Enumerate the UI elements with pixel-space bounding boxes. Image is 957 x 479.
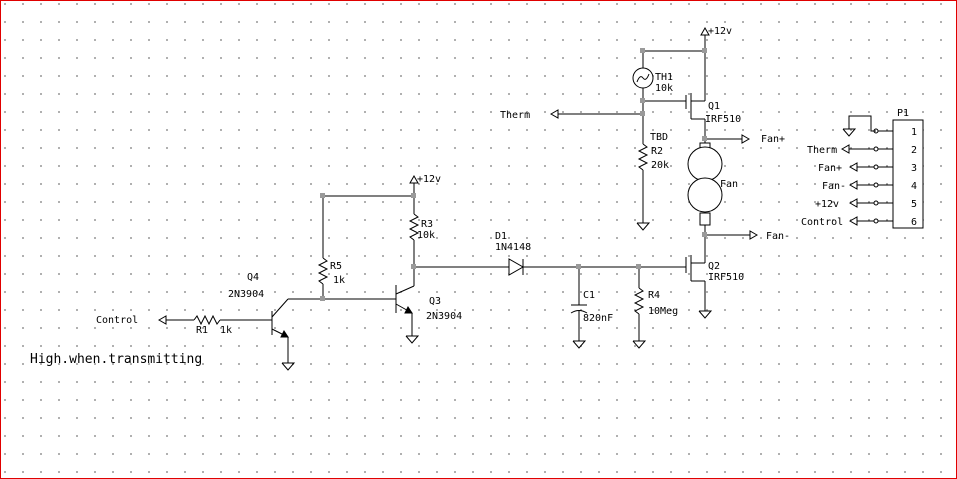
control-port-label: Control	[96, 315, 138, 326]
pin-2-label: Therm	[807, 145, 837, 156]
r3-value: 10k	[417, 230, 435, 241]
junction-dots	[320, 48, 707, 301]
note-text: High.when.transmitting	[30, 352, 202, 367]
pin-1-number: 1	[911, 127, 917, 138]
q3-ref: Q3	[429, 296, 441, 307]
r4-value: 10Meg	[648, 306, 678, 317]
resistor-r5	[317, 257, 329, 299]
c1-ref: C1	[583, 290, 595, 301]
r1-value: 1k	[220, 325, 232, 336]
connector-p1	[892, 119, 924, 229]
q2-ref: Q2	[708, 261, 720, 272]
pin-6-number: 6	[911, 217, 917, 228]
diode-d1	[508, 258, 525, 276]
pin-4-label: Fan-	[822, 181, 846, 192]
d1-value: 1N4148	[495, 242, 531, 253]
resistor-r2	[636, 114, 651, 231]
connector-pin-5	[848, 198, 893, 208]
d1-ref: D1	[495, 231, 507, 242]
pin-3-label: Fan+	[818, 163, 842, 174]
therm-port-label: Therm	[500, 110, 530, 121]
transistor-q4	[271, 298, 323, 371]
r2-value: 20k	[651, 160, 669, 171]
supply-label-r3: +12v	[417, 174, 441, 185]
r5-ref: R5	[330, 261, 342, 272]
fan-motor	[687, 139, 723, 263]
fan-minus-port-label: Fan-	[766, 231, 790, 242]
q1-value: IRF510	[705, 114, 741, 125]
mosfet-q2	[685, 255, 713, 319]
pin-6-label: Control	[801, 217, 843, 228]
resistor-r1	[166, 314, 272, 326]
pin-4-number: 4	[911, 181, 917, 192]
capacitor-c1	[570, 267, 588, 349]
r5-value: 1k	[333, 275, 345, 286]
connector-ref: P1	[897, 108, 909, 119]
th1-ref: TH1	[655, 72, 673, 83]
q4-ref: Q4	[247, 272, 259, 283]
th1-value: 10k	[655, 83, 673, 94]
q4-value: 2N3904	[228, 289, 264, 300]
r2-ref: R2	[651, 146, 663, 157]
supply-symbol-q1	[700, 26, 710, 101]
fan-plus-port-label: Fan+	[761, 134, 785, 145]
connector-pin-3	[848, 162, 893, 172]
r1-ref: R1	[196, 325, 208, 336]
q3-value: 2N3904	[426, 311, 462, 322]
r4-ref: R4	[648, 290, 660, 301]
pin-5-number: 5	[911, 199, 917, 210]
connector-pin-4	[848, 180, 893, 190]
mosfet-q1	[685, 93, 706, 139]
connector-pin-6	[848, 216, 893, 226]
connector-pin-1	[842, 115, 893, 137]
control-port-arrow	[157, 315, 167, 325]
resistor-r3	[408, 213, 420, 286]
c1-value: 820nF	[583, 313, 613, 324]
pin-2-number: 2	[911, 145, 917, 156]
resistor-r4	[632, 267, 647, 349]
connector-pin-2	[840, 144, 893, 154]
therm-port-arrow	[549, 109, 559, 119]
fan-plus-port-arrow	[741, 134, 751, 144]
q1-ref: Q1	[708, 101, 720, 112]
fan-minus-port-arrow	[749, 230, 759, 240]
pin-3-number: 3	[911, 163, 917, 174]
q2-value: IRF510	[708, 272, 744, 283]
fan-label: Fan	[720, 179, 738, 190]
r2-note: TBD	[650, 132, 668, 143]
transistor-q3	[323, 285, 420, 344]
pin-5-label: +12v	[815, 199, 839, 210]
supply-label-q1: +12v	[708, 26, 732, 37]
r3-ref: R3	[421, 219, 433, 230]
